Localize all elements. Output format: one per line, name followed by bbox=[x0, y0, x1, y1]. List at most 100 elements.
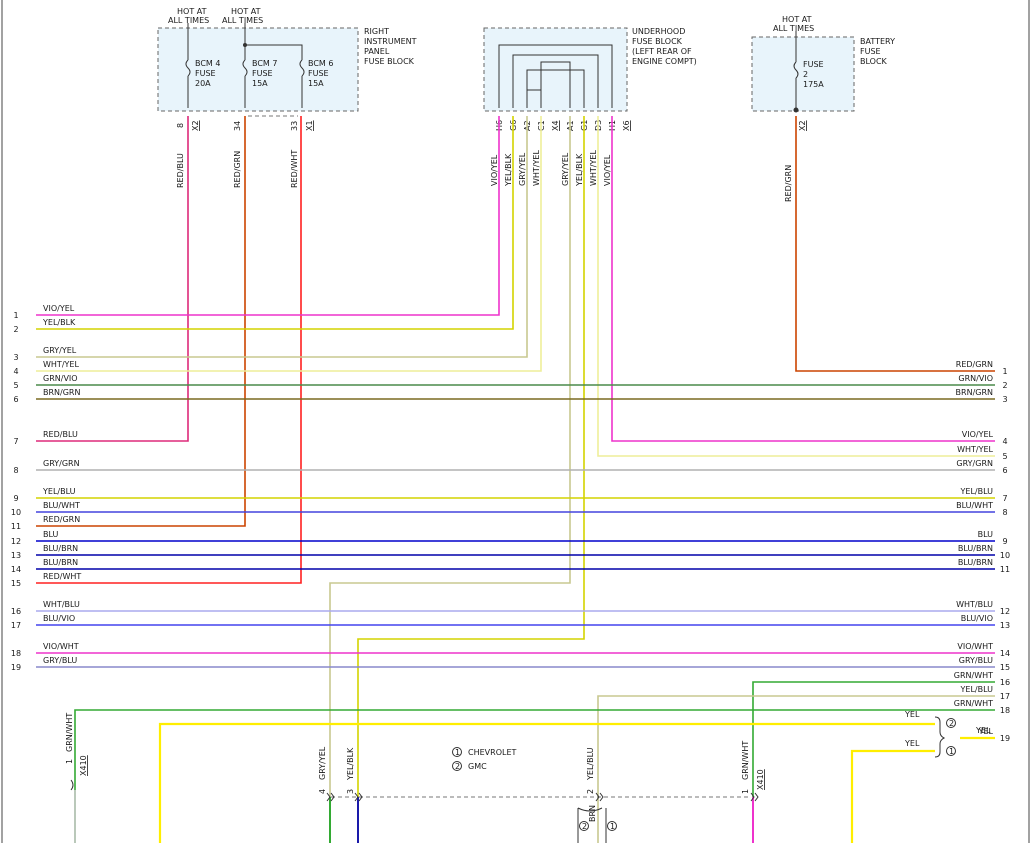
yel-circle-2-num: 2 bbox=[949, 719, 954, 728]
left-row-label-5: GRN/VIO bbox=[43, 374, 78, 383]
battery-fuse-label-1: FUSE bbox=[803, 60, 824, 69]
legend-gmc: GMC bbox=[468, 762, 487, 771]
right-row-label-19: YEL bbox=[978, 727, 994, 736]
right-row-label-5: WHT/YEL bbox=[957, 445, 993, 454]
wire-vio-yel-1 bbox=[36, 116, 500, 316]
bcm4-fuse-label-2: FUSE bbox=[195, 69, 216, 78]
left-row-num-9: 9 bbox=[13, 494, 18, 503]
battery-fuse-symbol bbox=[793, 61, 799, 79]
bcm6-fuse-label-1: BCM 6 bbox=[308, 59, 333, 68]
bcm7-fuse-label-3: 15A bbox=[252, 79, 268, 88]
left-row-label-6: BRN/GRN bbox=[43, 388, 80, 397]
left-row-label-12: BLU bbox=[43, 530, 59, 539]
bcm7-fuse-symbol bbox=[242, 59, 248, 77]
chev-grn-wht bbox=[750, 792, 759, 802]
battery-connector: X2 bbox=[798, 120, 807, 131]
left-row-num-3: 3 bbox=[13, 353, 18, 362]
hot-label-1-line-2: ALL TIMES bbox=[168, 16, 209, 25]
right-row-num-5: 5 bbox=[1002, 452, 1007, 461]
left-row-label-16: WHT/BLU bbox=[43, 600, 80, 609]
left-row-num-14: 14 bbox=[11, 565, 21, 574]
left-row-num-13: 13 bbox=[11, 551, 21, 560]
yel-out-label: YEL bbox=[975, 726, 991, 735]
left-row-label-11: RED/GRN bbox=[43, 515, 80, 524]
right-row-label-13: BLU/VIO bbox=[961, 614, 993, 623]
right-row-num-14: 14 bbox=[1000, 649, 1010, 658]
yel-blu-wire-label: YEL/BLU bbox=[586, 747, 595, 781]
right-row-num-6: 6 bbox=[1002, 466, 1007, 475]
right-row-label-8: BLU/WHT bbox=[956, 501, 993, 510]
left-row-label-3: GRY/YEL bbox=[43, 346, 77, 355]
fuse-block-title-line-3: PANEL bbox=[364, 47, 390, 56]
wire-gry-yel-bottom bbox=[329, 116, 571, 843]
gry-yel-pin: 4 bbox=[318, 789, 327, 794]
grn-wht-pin: 1 bbox=[741, 789, 750, 794]
right-row-label-12: WHT/BLU bbox=[956, 600, 993, 609]
right-row-num-16: 16 bbox=[1000, 678, 1010, 687]
battery-fuse-label-2: 2 bbox=[803, 70, 808, 79]
bcm6-fuse-symbol bbox=[299, 59, 305, 77]
bcm6-connector: X1 bbox=[305, 120, 314, 131]
left-row-label-7: RED/BLU bbox=[43, 430, 78, 439]
right-row-num-19: 19 bbox=[1000, 734, 1010, 743]
right-row-num-13: 13 bbox=[1000, 621, 1010, 630]
right-row-num-9: 9 bbox=[1002, 537, 1007, 546]
left-row-num-4: 4 bbox=[13, 367, 18, 376]
yel-blu-pin: 2 bbox=[586, 789, 595, 794]
yel-circle-2 bbox=[946, 718, 956, 728]
left-row-label-13: BLU/BRN bbox=[43, 544, 78, 553]
legend-chevrolet: CHEVROLET bbox=[468, 748, 516, 757]
mid-wire-label-7: WHT/YEL bbox=[589, 150, 598, 186]
bcm4-fuse-label-1: BCM 4 bbox=[195, 59, 220, 68]
left-row-label-14: BLU/BRN bbox=[43, 558, 78, 567]
right-row-label-6: GRY/GRN bbox=[956, 459, 993, 468]
mid-wire-label-6: YEL/BLK bbox=[575, 153, 584, 187]
right-row-label-15: GRY/BLU bbox=[959, 656, 993, 665]
row-labels: 1VIO/YEL2YEL/BLK3GRY/YEL4WHT/YEL5GRN/VIO… bbox=[11, 304, 1010, 743]
hot-label-2-line-2: ALL TIMES bbox=[222, 16, 263, 25]
battery-fuse-label-3: 175A bbox=[803, 80, 824, 89]
left-row-label-15: RED/WHT bbox=[43, 572, 81, 581]
mid-pin-X6: X6 bbox=[622, 120, 631, 131]
splice-dot bbox=[243, 43, 247, 47]
left-row-label-19: GRY/BLU bbox=[43, 656, 77, 665]
left-row-label-17: BLU/VIO bbox=[43, 614, 75, 623]
mid-wire-label-8: VIO/YEL bbox=[603, 154, 612, 186]
legend-num-1: 1 bbox=[455, 748, 460, 757]
left-x410-wire: GRN/WHT bbox=[65, 713, 74, 752]
right-row-num-10: 10 bbox=[1000, 551, 1010, 560]
left-row-label-8: GRY/GRN bbox=[43, 459, 80, 468]
bcm7-pin: 34 bbox=[233, 121, 242, 131]
left-row-num-19: 19 bbox=[11, 663, 21, 672]
right-row-num-18: 18 bbox=[1000, 706, 1010, 715]
right-row-label-10: BLU/BRN bbox=[958, 544, 993, 553]
grn-wht-wire-label: GRN/WHT bbox=[741, 741, 750, 780]
wire-label-red-blu: RED/BLU bbox=[176, 153, 185, 188]
brn-wire-label: BRN bbox=[588, 805, 597, 822]
wire-grn-wht-18 bbox=[74, 709, 995, 843]
hot-label-2-line-1: HOT AT bbox=[231, 7, 261, 16]
left-row-num-15: 15 bbox=[11, 579, 21, 588]
wire-yel-blk-bottom bbox=[357, 116, 585, 843]
mid-pin-X4: X4 bbox=[551, 120, 560, 131]
left-row-label-2: YEL/BLK bbox=[42, 318, 76, 327]
right-row-num-11: 11 bbox=[1000, 565, 1010, 574]
bcm4-pin: 8 bbox=[176, 123, 185, 128]
wire-red-grn bbox=[36, 116, 246, 527]
yel-brace bbox=[934, 716, 946, 758]
fuse-block-title-line-4: FUSE BLOCK bbox=[364, 57, 415, 66]
left-row-num-2: 2 bbox=[13, 325, 18, 334]
right-row-label-14: VIO/WHT bbox=[957, 642, 993, 651]
right-row-label-11: BLU/BRN bbox=[958, 558, 993, 567]
mid-wire-label-5: GRY/YEL bbox=[561, 152, 570, 186]
bcm6-pin: 33 bbox=[290, 121, 299, 131]
fuse-block-box bbox=[157, 27, 359, 112]
brn-circle-1 bbox=[607, 821, 617, 831]
left-row-num-11: 11 bbox=[11, 522, 21, 531]
right-row-num-8: 8 bbox=[1002, 508, 1007, 517]
wire-battery-red-grn bbox=[795, 116, 995, 372]
underhood-title-3: (LEFT REAR OF bbox=[632, 47, 692, 56]
left-row-num-7: 7 bbox=[13, 437, 18, 446]
